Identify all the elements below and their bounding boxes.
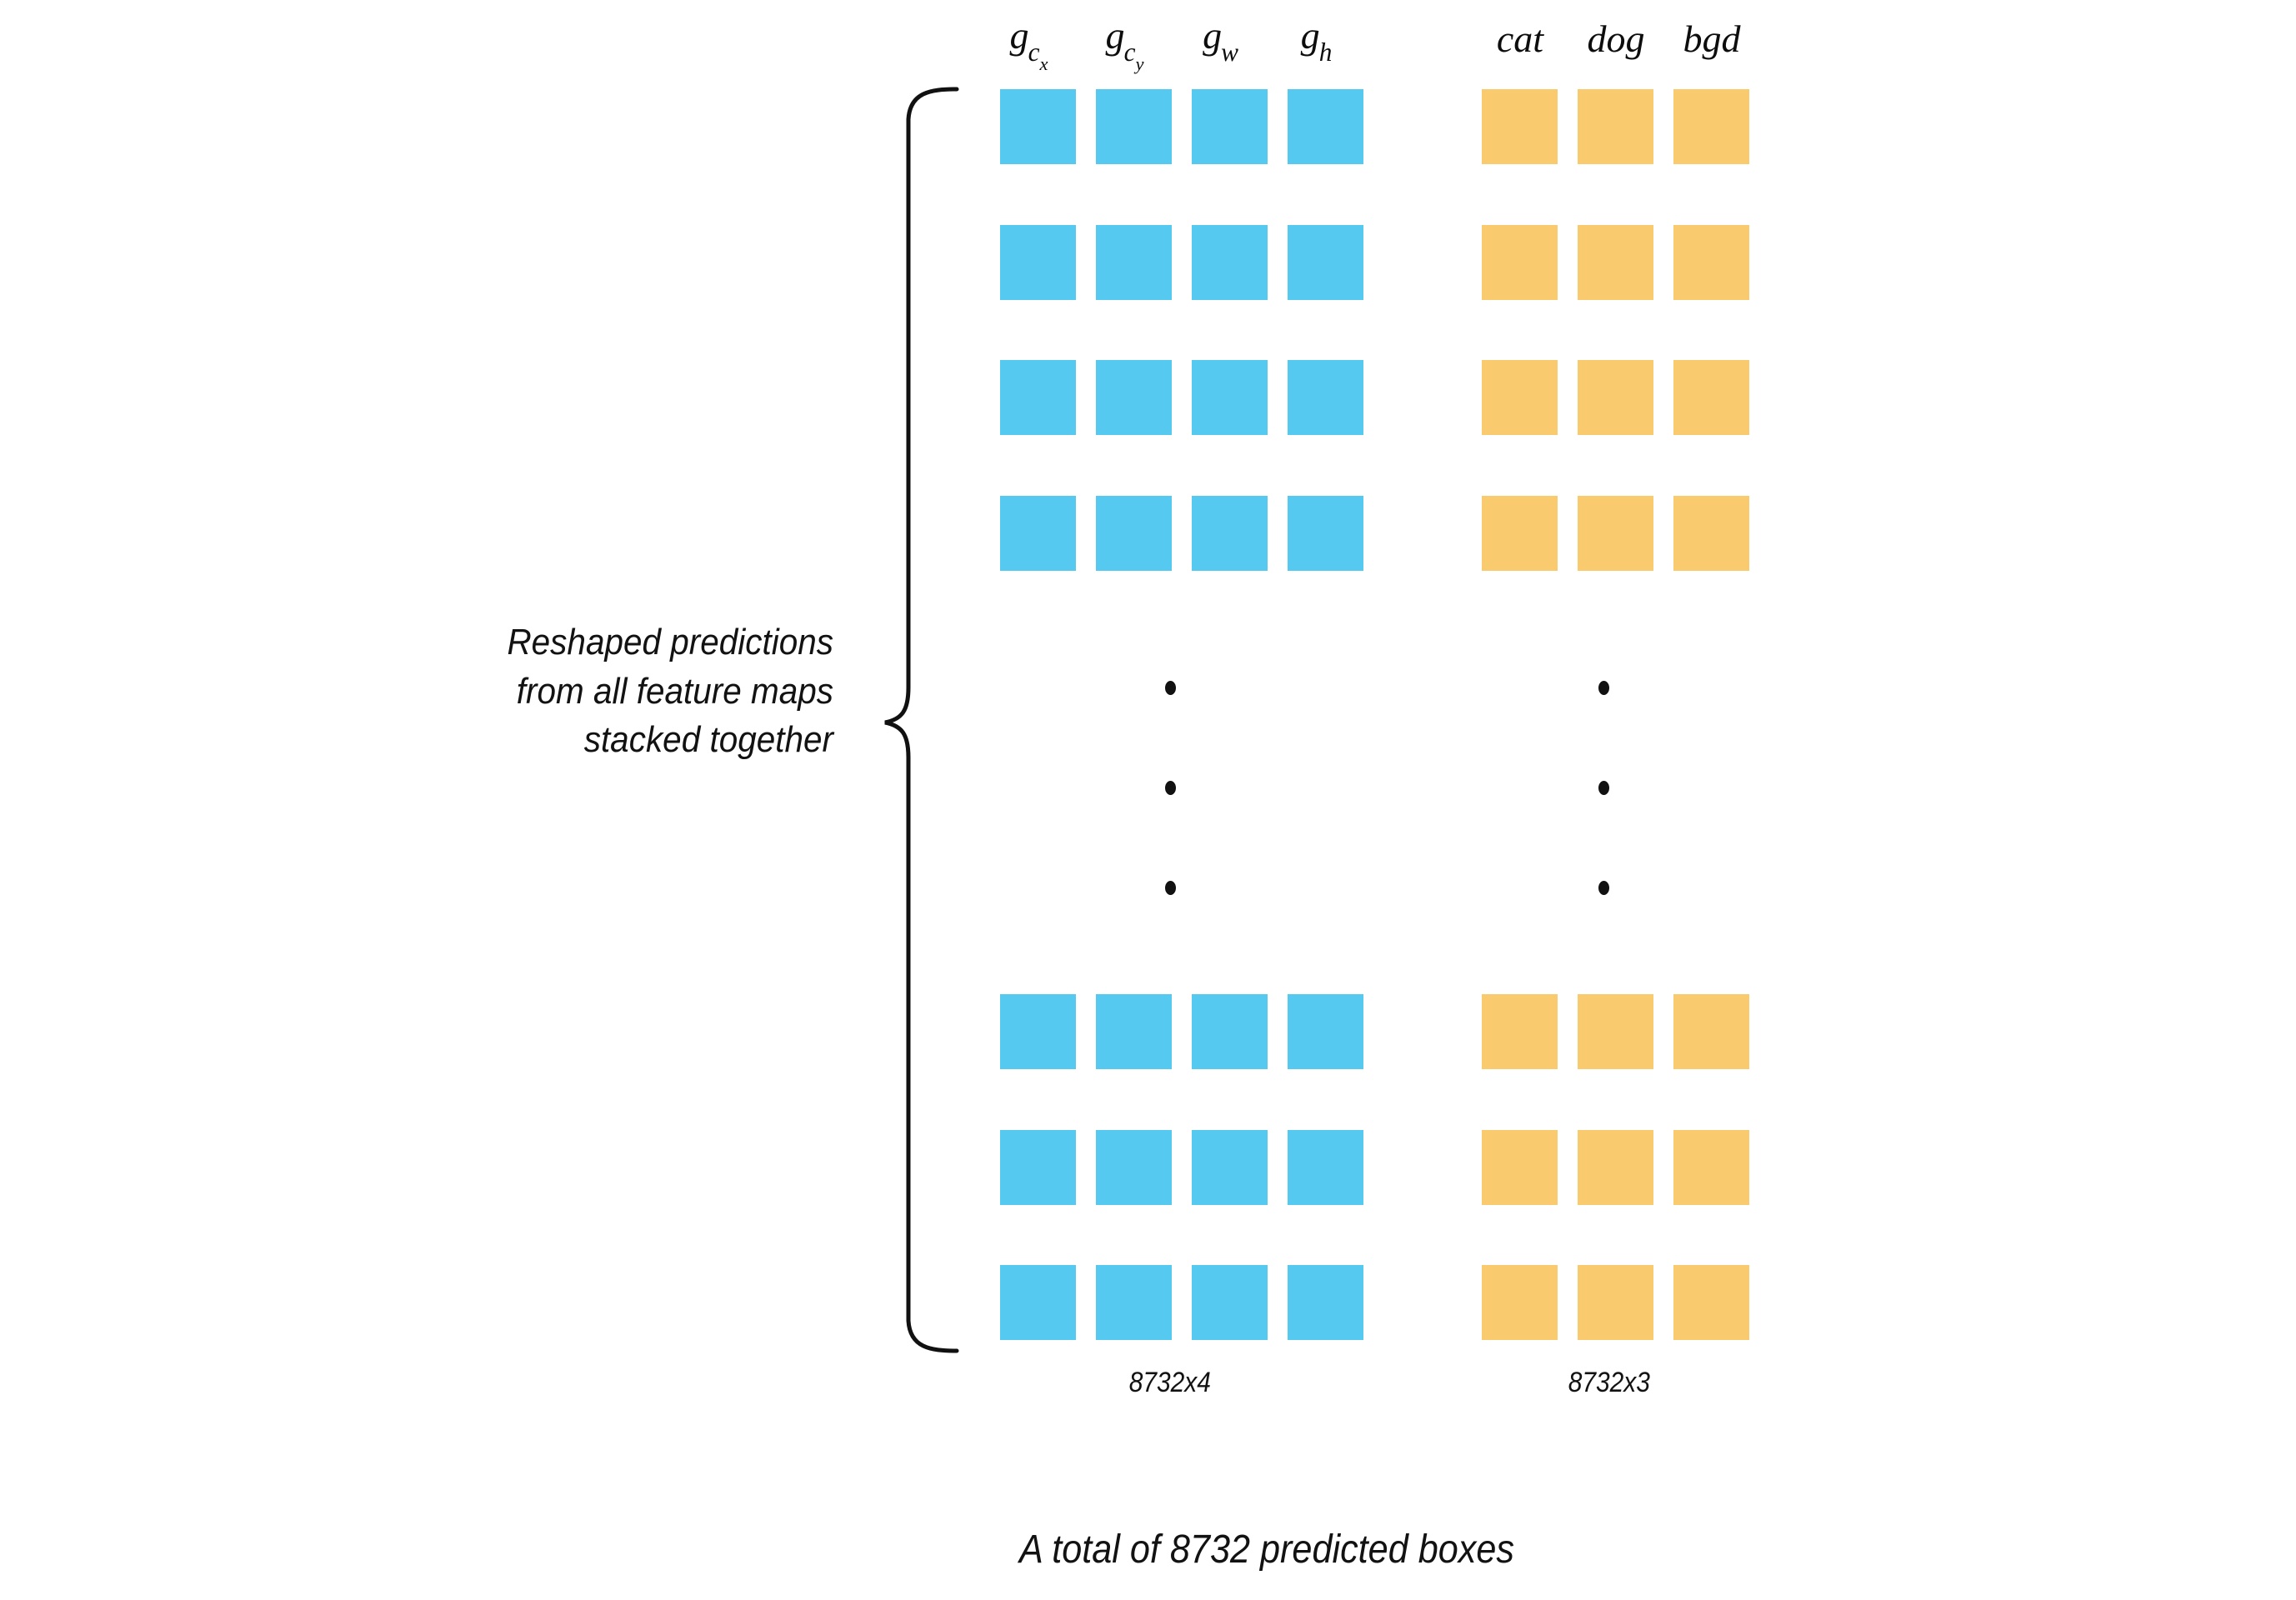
column-header-g-cx-base: g [1009,14,1029,57]
classification-cell [1578,225,1653,300]
localization-cell [1000,89,1076,164]
left-curly-brace-icon [884,87,959,1353]
classification-cell [1673,89,1749,164]
classification-cell [1673,360,1749,435]
classification-cell [1578,1130,1653,1205]
classification-cell [1482,496,1558,571]
diagram-caption: A total of 8732 predicted boxes [1019,1528,1514,1572]
localization-cell [1192,994,1268,1069]
classification-cell [1482,89,1558,164]
classification-cell [1673,1130,1749,1205]
classification-dimension-label: 8732x3 [1568,1367,1650,1398]
localization-cell [1288,360,1363,435]
column-header-g-h-base: g [1300,14,1320,57]
localization-cell [1096,89,1172,164]
classification-cell [1673,1265,1749,1340]
column-header-g-h-sub: h [1318,38,1333,68]
column-header-g-cx: gcx [963,14,1096,74]
localization-cell [1288,1265,1363,1340]
classification-cell [1482,360,1558,435]
column-header-cat: cat [1496,18,1544,60]
localization-cell [1000,360,1076,435]
localization-cell [1000,1130,1076,1205]
column-header-g-w-sub: w [1221,38,1238,68]
localization-cell [1000,225,1076,300]
localization-cell [1096,1265,1172,1340]
classification-cell [1482,225,1558,300]
classification-cell [1578,89,1653,164]
localization-cell [1000,994,1076,1069]
column-header-g-w-base: g [1203,14,1223,57]
column-header-g-h: gh [1250,14,1383,66]
column-header-bgd: bgd [1683,18,1741,60]
vertical-ellipsis-dot [1598,881,1609,895]
vertical-ellipsis-dot [1165,881,1176,895]
column-header-g-cy: gcy [1058,14,1192,74]
side-note-label: Reshaped predictions from all feature ma… [507,622,833,761]
localization-cell [1192,496,1268,571]
localization-cell [1096,225,1172,300]
localization-cell [1096,1130,1172,1205]
classification-cell [1482,994,1558,1069]
localization-cell [1192,1130,1268,1205]
localization-cell [1288,1130,1363,1205]
classification-cell [1482,1130,1558,1205]
localization-cell [1288,496,1363,571]
localization-dimension-label: 8732x4 [1128,1367,1211,1398]
localization-cell [1288,994,1363,1069]
localization-cell [1096,496,1172,571]
column-header-g-cy-sub: cy [1123,38,1144,74]
classification-cell [1578,496,1653,571]
localization-cell [1096,360,1172,435]
classification-cell [1673,496,1749,571]
vertical-ellipsis-dot [1165,781,1176,795]
column-header-dog: dog [1587,18,1645,60]
localization-cell [1192,360,1268,435]
localization-cell [1000,1265,1076,1340]
column-header-g-cy-base: g [1105,14,1125,57]
column-header-g-cx-sub: cx [1028,38,1048,74]
localization-cell [1288,89,1363,164]
column-header-g-w: gw [1154,14,1288,66]
vertical-ellipsis-dot [1165,681,1176,695]
vertical-ellipsis-dot [1598,781,1609,795]
classification-cell [1578,994,1653,1069]
localization-cell [1192,89,1268,164]
classification-cell [1578,360,1653,435]
localization-cell [1192,225,1268,300]
localization-cell [1192,1265,1268,1340]
localization-cell [1096,994,1172,1069]
localization-cell [1288,225,1363,300]
localization-cell [1000,496,1076,571]
classification-cell [1673,225,1749,300]
classification-cell [1482,1265,1558,1340]
classification-cell [1673,994,1749,1069]
classification-cell [1578,1265,1653,1340]
vertical-ellipsis-dot [1598,681,1609,695]
